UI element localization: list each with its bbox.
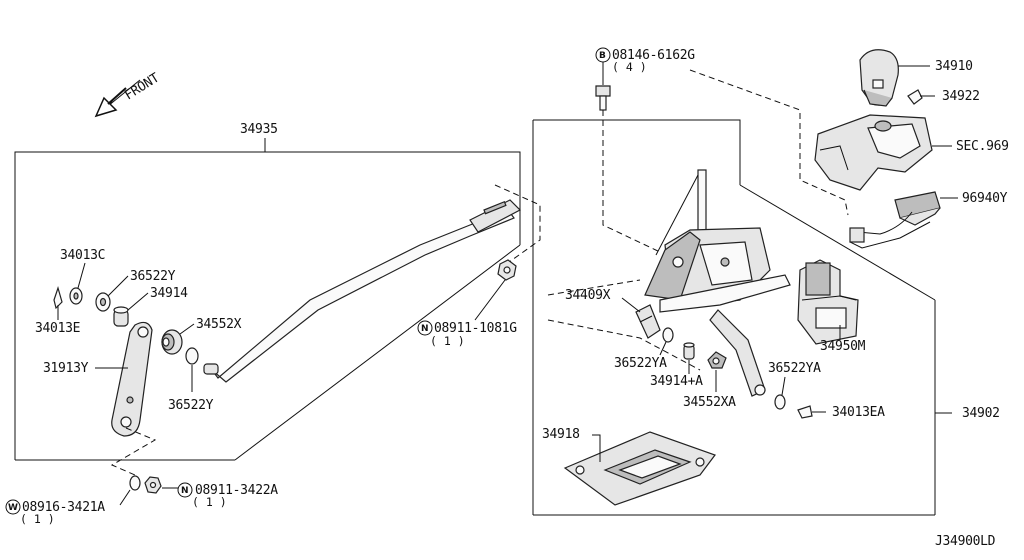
grommet-34552X [161,329,183,355]
label-08911-3422A: 08911-3422A [195,483,278,498]
shift-knob-icon [859,49,899,107]
front-label: FRONT [122,70,162,103]
label-08916-3421A: 08916-3421A [22,500,105,515]
control-device-icon [797,259,859,345]
label-34552X: 34552X [196,317,242,332]
w-symbol-text: W [8,503,18,513]
qty-08916-3421A: ( 1 ) [20,512,55,526]
n-symbol-1081g [417,320,433,336]
label-08911-1081G: 08911-1081G [434,321,517,336]
qty-08911-3422A: ( 1 ) [192,495,227,509]
label-34409X: 34409X [565,288,611,303]
label-34013EA: 34013EA [832,405,885,420]
console-finisher-icon [814,114,933,191]
label-sec969: SEC.969 [956,139,1009,154]
qty-08146-6162G: ( 4 ) [612,60,647,74]
label-36522YA-b: 36522YA [768,361,821,376]
b-symbol-text: B [599,51,606,61]
bolt-icon [595,85,611,111]
label-34935: 34935 [240,122,278,137]
n-symbol-text-2: N [181,486,189,496]
cover-plate-icon [563,431,716,506]
bushing-34914 [113,306,129,327]
shift-lever-icon [644,169,791,397]
label-34922: 34922 [942,89,980,104]
n-symbol-3422a [177,482,193,498]
lever-31913Y [111,321,153,437]
clip-34922 [907,89,923,105]
grommet-34552XA [707,351,727,369]
rod-assembly-box [14,138,521,461]
label-34914A: 34914+A [650,374,703,389]
bushing-34914A [683,342,695,360]
clip-34013E [53,285,63,310]
label-34910: 34910 [935,59,973,74]
washer-08916 [129,475,141,491]
diagram-id: J34900LD [935,534,996,549]
label-96940Y: 96940Y [962,191,1008,206]
label-34013C: 34013C [60,248,105,263]
label-34914: 34914 [150,286,188,301]
nut-icon [497,259,517,281]
nut-08911-3422A [144,476,162,494]
label-36522Y-b: 36522Y [168,398,214,413]
rod-icon [203,199,522,383]
n-symbol-text: N [421,324,429,334]
washer-36522YA-b [774,394,786,410]
label-36522Y-a: 36522Y [130,269,176,284]
qty-08911-1081G: ( 1 ) [430,334,465,348]
washer-36522YA-a [662,327,674,343]
label-08146-6162G: 08146-6162G [612,48,695,63]
connector-icon [849,191,941,249]
device-assembly-box [532,119,952,516]
front-arrow-icon [94,79,141,118]
washer-36522Y-b [185,347,199,365]
clip-34013EA [797,405,813,419]
bracket-34409X [635,304,661,339]
label-34552XA: 34552XA [683,395,736,410]
label-34013E: 34013E [35,321,80,336]
label-34918: 34918 [542,427,580,442]
label-34902: 34902 [962,406,1000,421]
label-34950M: 34950M [820,339,866,354]
washer-icon [69,287,83,305]
w-symbol [5,499,21,515]
label-36522YA-a: 36522YA [614,356,667,371]
label-31913Y: 31913Y [43,361,89,376]
